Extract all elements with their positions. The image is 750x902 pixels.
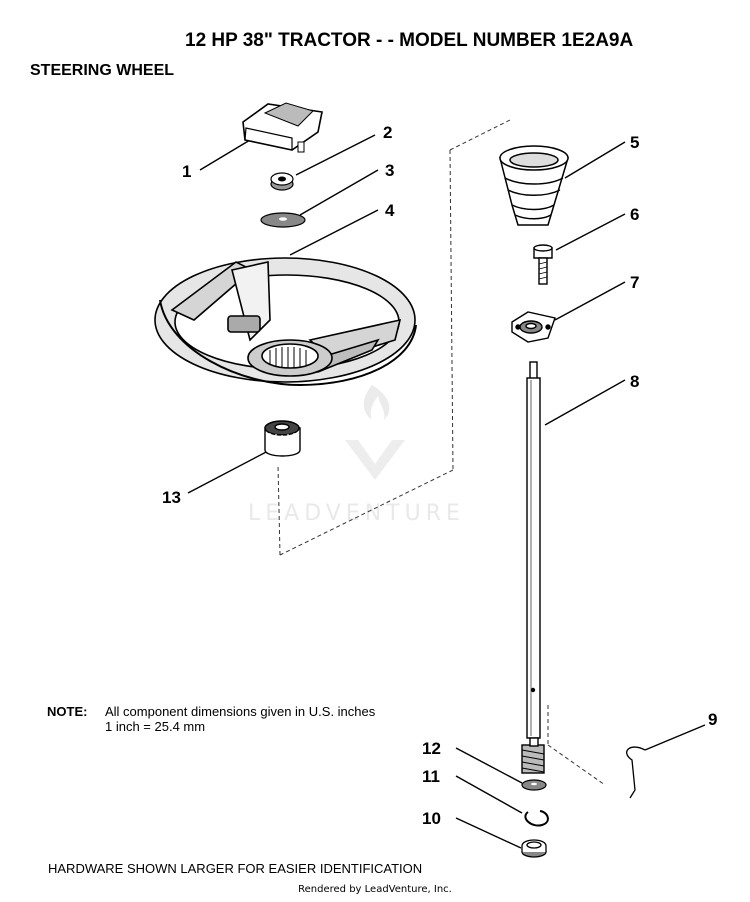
note-line-2: 1 inch = 25.4 mm <box>105 719 206 734</box>
callout-1: 1 <box>182 162 191 181</box>
note-line-1: All component dimensions given in U.S. i… <box>105 704 376 719</box>
hardware-footer-note: HARDWARE SHOWN LARGER FOR EASIER IDENTIF… <box>48 861 423 875</box>
shaft-pinion-gear <box>521 737 545 774</box>
part-5-boot <box>499 145 570 226</box>
part-9-cotter-pin <box>626 746 646 799</box>
part-7-flange-bearing <box>511 311 556 343</box>
callout-7: 7 <box>630 273 639 292</box>
alignment-lines <box>277 119 606 786</box>
part-2-nut <box>270 172 294 191</box>
part-4-steering-wheel <box>154 257 417 387</box>
callout-13: 13 <box>162 488 181 507</box>
note-label: NOTE: <box>47 704 88 719</box>
part-1-center-cap <box>242 102 323 153</box>
callout-9: 9 <box>708 710 717 729</box>
part-13-adapter <box>264 420 301 457</box>
callout-11: 11 <box>422 767 440 786</box>
callout-3: 3 <box>385 161 394 180</box>
leader-lines <box>187 134 706 849</box>
callout-6: 6 <box>630 205 639 224</box>
render-credit: Rendered by LeadVenture, Inc. <box>298 884 452 895</box>
callout-12: 12 <box>422 739 441 758</box>
callout-5: 5 <box>630 133 639 152</box>
callout-4: 4 <box>385 201 395 220</box>
part-8-steering-shaft <box>521 361 545 774</box>
part-3-washer <box>260 212 306 228</box>
callout-labels: 1 2 3 4 5 6 7 8 9 10 11 12 13 <box>162 123 717 828</box>
watermark-logo-icon <box>345 385 405 480</box>
part-6-bolt <box>533 244 553 285</box>
section-title: STEERING WHEEL <box>30 62 175 79</box>
callout-8: 8 <box>630 372 639 391</box>
part-11-retaining-ring <box>524 810 549 827</box>
callout-2: 2 <box>383 123 392 142</box>
watermark-text: LEADVENTURE <box>248 501 465 526</box>
callout-10: 10 <box>422 809 441 828</box>
page-title: 12 HP 38" TRACTOR - - MODEL NUMBER 1E2A9… <box>185 30 634 51</box>
part-10-cap-nut <box>521 839 547 858</box>
part-12-washer <box>521 779 547 791</box>
